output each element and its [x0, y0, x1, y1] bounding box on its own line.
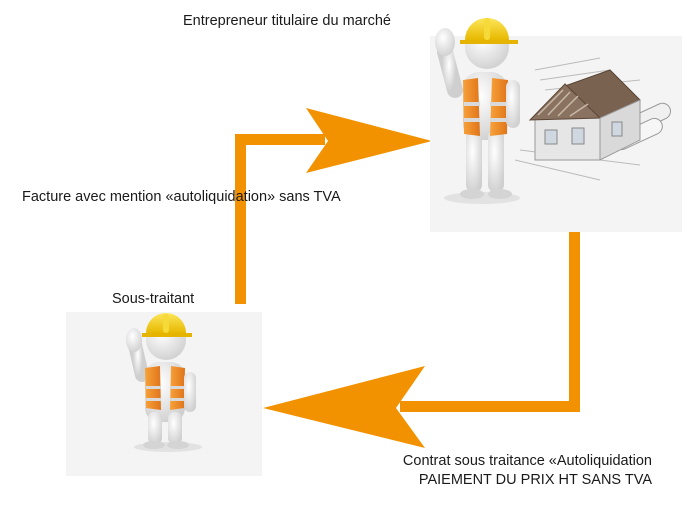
contract-label: Contrat sous traitance «Autoliquidation …	[403, 452, 652, 490]
contract-label-line2: PAIEMENT DU PRIX HT SANS TVA	[418, 472, 652, 488]
main-contractor-label: Entrepreneur titulaire du marché	[183, 13, 391, 29]
main-contractor-figure	[435, 18, 520, 204]
house-icon	[528, 69, 641, 161]
arrow-right-icon	[235, 108, 432, 304]
worker-with-house-icon	[430, 18, 682, 232]
arrow-left-icon	[263, 232, 580, 448]
invoice-label: Facture avec mention «autoliquidation» s…	[22, 189, 341, 205]
contract-label-line1: Contrat sous traitance «Autoliquidation	[402, 453, 652, 469]
subcontractor-label: Sous-traitant	[112, 291, 195, 307]
worker-waving-icon	[66, 312, 262, 476]
